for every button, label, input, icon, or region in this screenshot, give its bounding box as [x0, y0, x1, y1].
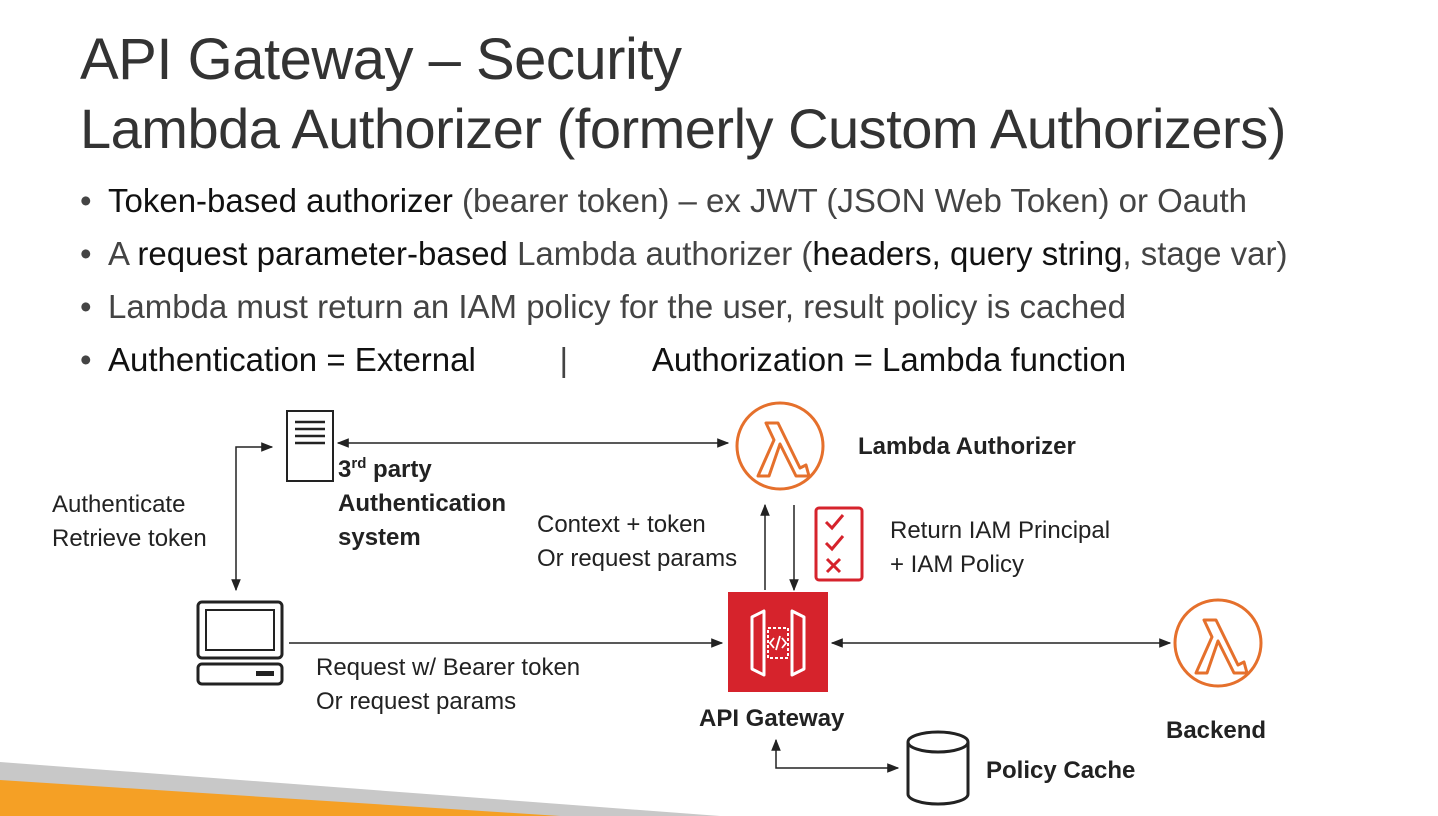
server-icon: [286, 410, 334, 482]
lambda-icon: [735, 401, 825, 491]
lambda-authorizer-label: Lambda Authorizer: [858, 433, 1076, 460]
checklist-icon: [814, 506, 864, 582]
api-gateway-icon: [728, 592, 828, 692]
policy-cache-label: Policy Cache: [986, 757, 1136, 784]
bullet-iam-policy: •Lambda must return an IAM policy for th…: [80, 288, 1126, 325]
return-iam-label: Return IAM Principal + IAM Policy: [890, 517, 1111, 578]
bullet-request-param: •A request parameter-based Lambda author…: [80, 235, 1288, 272]
bullet-token-based: •Token-based authorizer (bearer token) –…: [80, 182, 1248, 219]
backend-label: Backend: [1166, 717, 1267, 744]
title-line-1: API Gateway – Security: [80, 27, 682, 92]
authenticate-label: Authenticate Retrieve token: [52, 491, 207, 552]
bullet-list: •Token-based authorizer (bearer token) –…: [80, 174, 1410, 386]
laptop-icon: [196, 600, 284, 686]
backend-lambda-icon: [1173, 598, 1263, 688]
footer-orange-band: [0, 780, 560, 816]
request-label: Request w/ Bearer token Or request param…: [316, 654, 581, 715]
bullet-authn-authz: •Authentication = External|Authorization…: [80, 341, 1127, 378]
database-icon: [906, 730, 970, 806]
api-gateway-label: API Gateway: [699, 705, 845, 732]
title-line-2: Lambda Authorizer (formerly Custom Autho…: [80, 97, 1286, 160]
arrow-gateway-cache: [771, 738, 900, 773]
context-token-label: Context + token Or request params: [537, 511, 738, 572]
third-party-label: 3rd party Authentication system: [338, 455, 506, 551]
arrow-server-laptop: [231, 442, 274, 592]
